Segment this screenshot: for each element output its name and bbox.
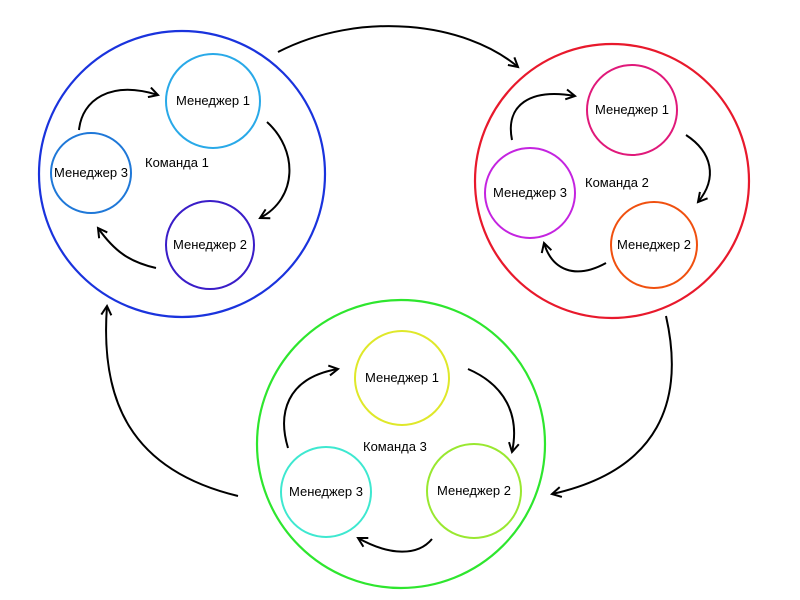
team-3-arrow-m1-to-m2 [467,368,514,452]
team-2-manager-3-label: Менеджер 3 [493,185,567,200]
team-1-label: Команда 1 [145,155,209,170]
team-2: Команда 2 Менеджер 1 Менеджер 2 Менеджер… [473,42,751,320]
team-1-arrow-m3-to-m1 [78,90,158,131]
team-3-arrow-m3-to-m1 [283,369,338,449]
arrow-team-2-to-team-3 [552,315,673,494]
team-2-arrow-m2-to-m3 [544,243,607,273]
team-3-manager-2-label: Менеджер 2 [437,483,511,498]
arrow-team-1-to-team-2 [277,25,518,67]
team-3-manager-1-label: Менеджер 1 [365,370,439,385]
team-1-manager-2-ring [165,200,255,290]
team-3-ring [255,298,547,590]
team-2-manager-2-label: Менеджер 2 [617,237,691,252]
team-2-arrow-m1-to-m2 [685,134,711,202]
team-3-manager-1-ring [354,330,450,426]
team-2-ring [473,42,751,320]
team-3-manager-2-ring [426,443,522,539]
team-1-manager-1-label: Менеджер 1 [176,93,250,108]
team-1-manager-3-ring [50,132,132,214]
team-1-arrow-m2-to-m3 [98,228,157,269]
team-3-manager-3-label: Менеджер 3 [289,484,363,499]
team-1-manager-2-label: Менеджер 2 [173,237,247,252]
team-2-manager-2-ring [610,201,698,289]
team-1-arrow-m1-to-m2 [260,121,291,218]
team-2-label: Команда 2 [585,175,649,190]
arrow-team-3-to-team-1 [106,306,239,497]
team-2-manager-1-label: Менеджер 1 [595,102,669,117]
team-1: Команда 1 Менеджер 1 Менеджер 2 Менеджер… [37,29,327,319]
team-2-manager-3-ring [484,147,576,239]
team-3: Команда 3 Менеджер 1 Менеджер 2 Менеджер… [255,298,547,590]
team-2-manager-1-ring [586,64,678,156]
team-1-ring [37,29,327,319]
team-1-manager-3-label: Менеджер 3 [54,165,128,180]
team-3-manager-3-ring [280,446,372,538]
team-3-label: Команда 3 [363,439,427,454]
team-3-arrow-m2-to-m3 [358,538,433,553]
team-1-manager-1-ring [165,53,261,149]
team-2-arrow-m3-to-m1 [509,94,575,141]
